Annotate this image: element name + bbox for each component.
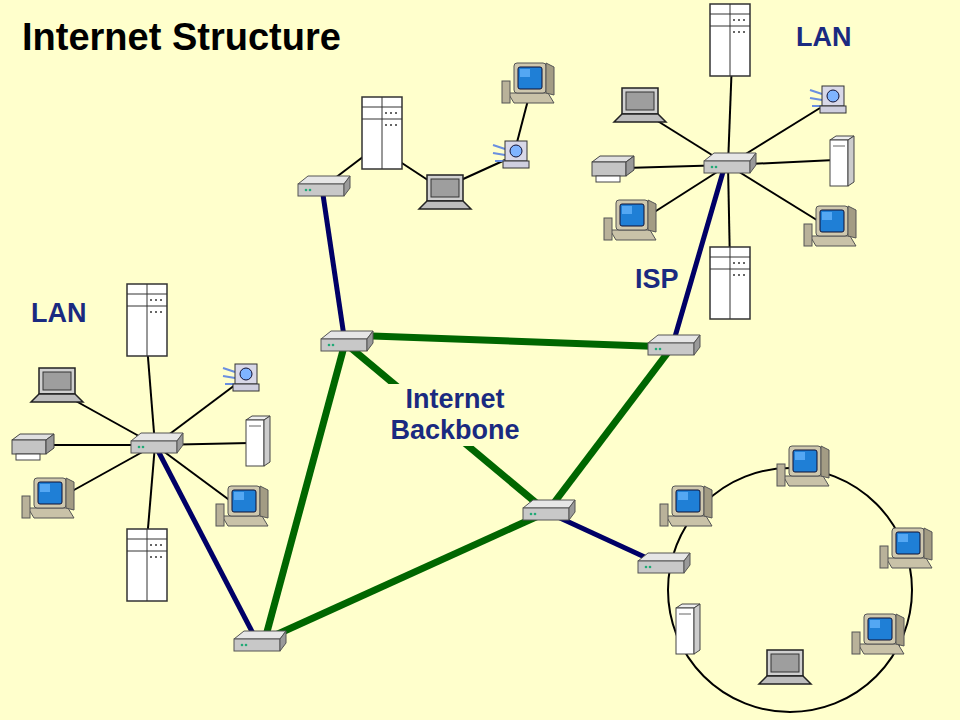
lan-label: LAN — [793, 22, 855, 53]
isp-label: ISP — [632, 264, 682, 295]
backbone-label: Internet Backbone — [372, 384, 538, 446]
device-icons — [12, 4, 932, 684]
diagram-title: Internet Structure — [22, 16, 341, 59]
lan-label: LAN — [28, 298, 90, 329]
isp-link — [155, 165, 725, 643]
lan-wire — [45, 60, 912, 712]
backbone-link — [258, 335, 672, 643]
